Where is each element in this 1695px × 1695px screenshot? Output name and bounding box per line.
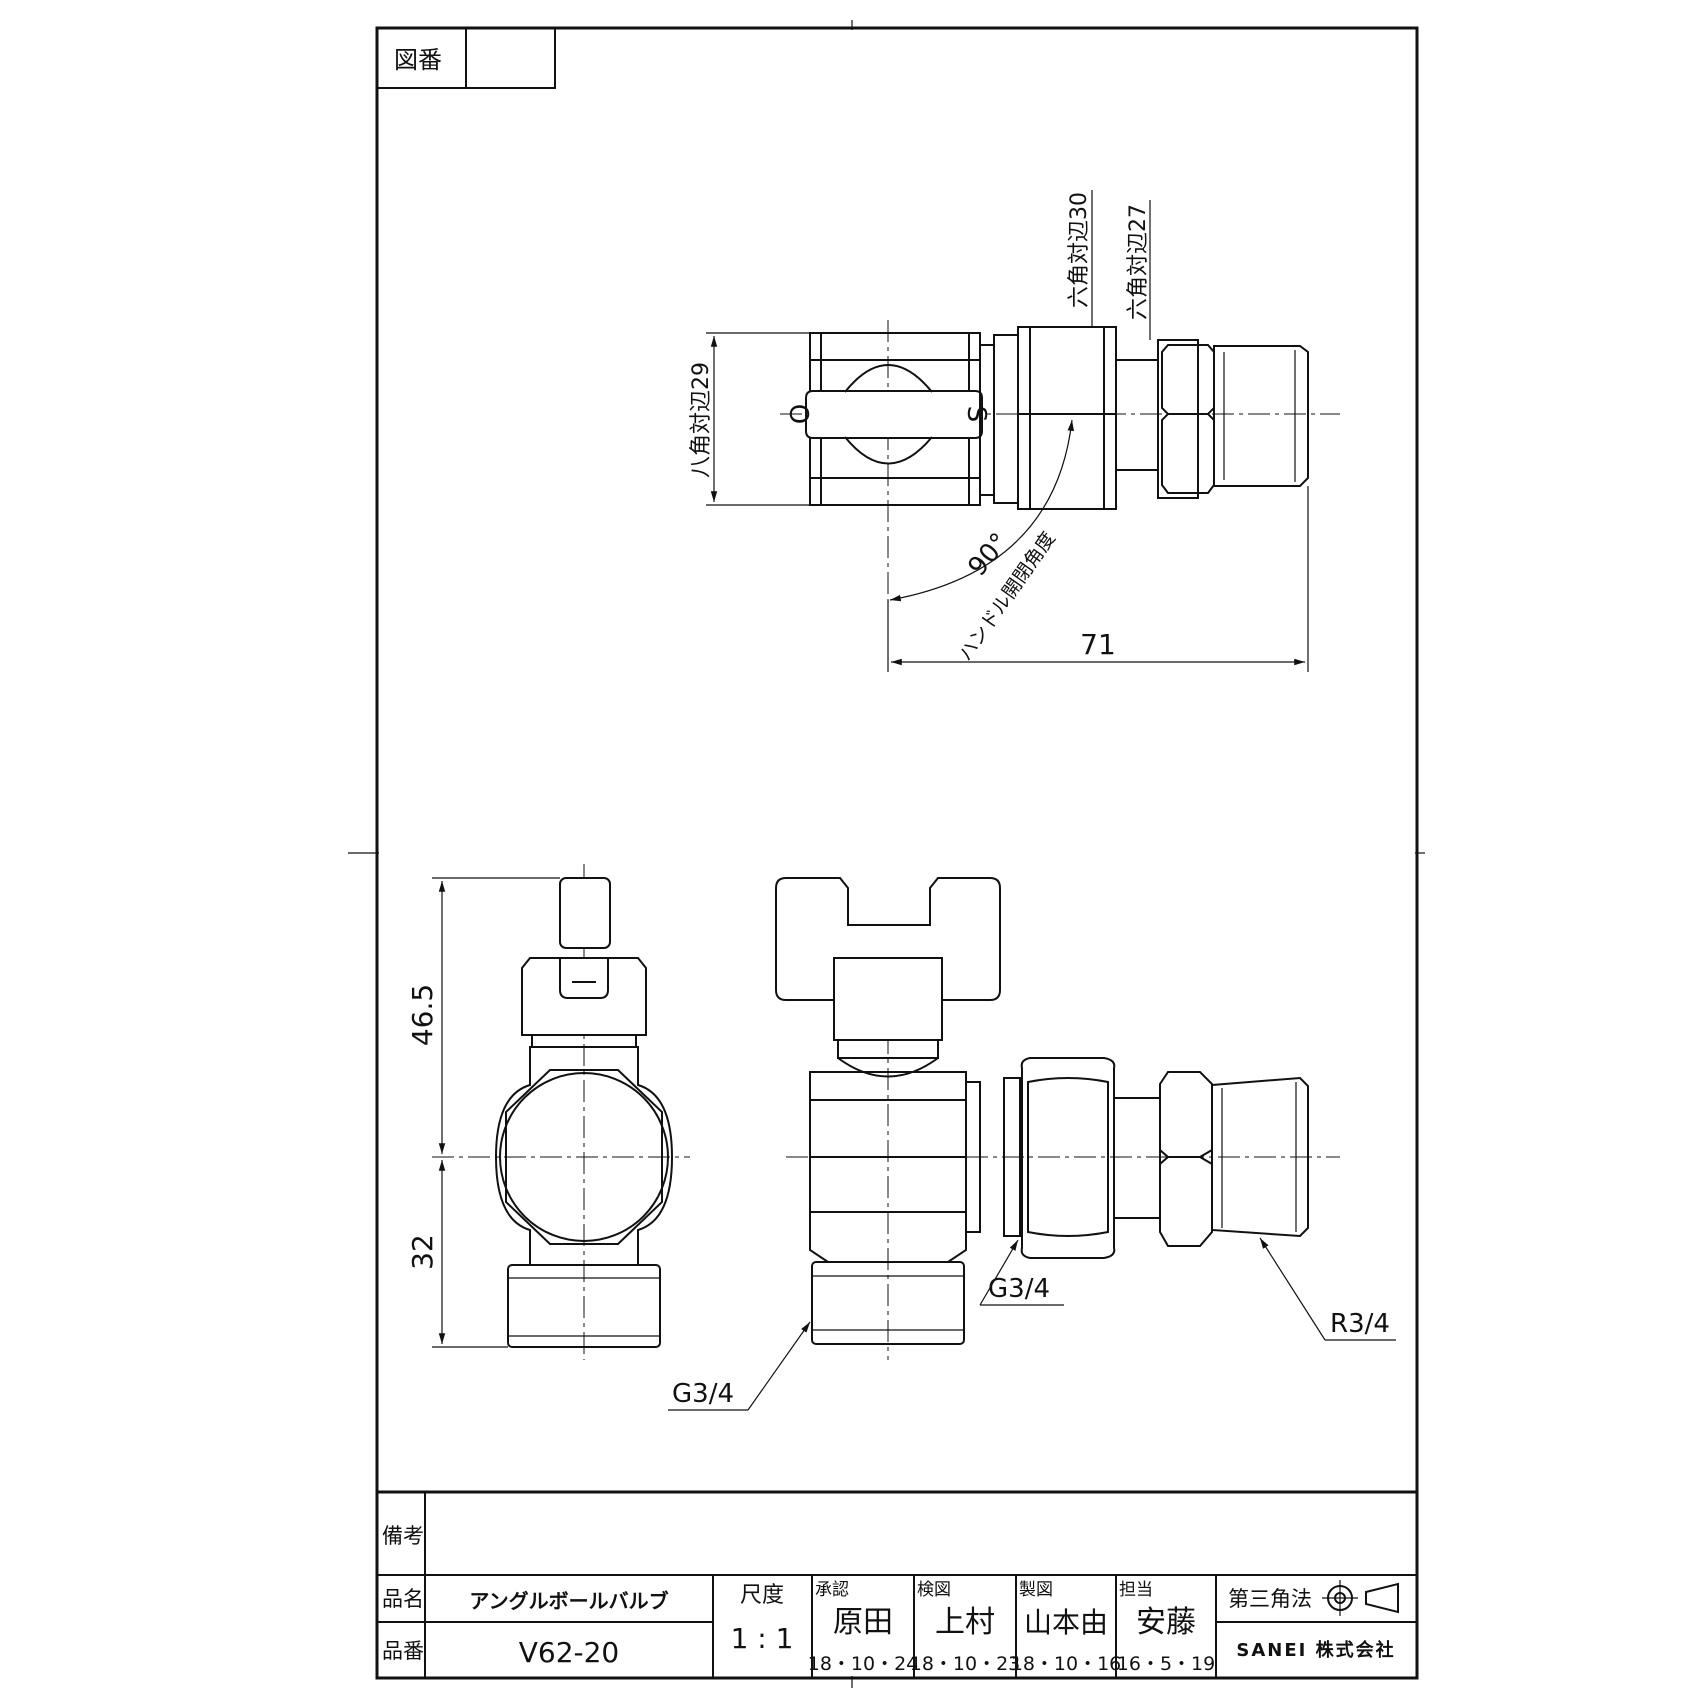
thread-bottom-text: G3/4: [672, 1379, 734, 1409]
title-block: 備考 品名 アングルボールバルブ 品番 V62-20 尺度 1 : 1 承認 原…: [377, 1490, 1417, 1678]
top-view: O S 八角対辺29: [689, 190, 1340, 672]
leader-thread-male: R3/4: [1259, 1237, 1396, 1341]
product-number-label: 品番: [382, 1639, 424, 1663]
side-view: 46.5 32: [406, 864, 690, 1360]
product-number: V62-20: [519, 1636, 620, 1669]
thread-male-text: R3/4: [1330, 1309, 1390, 1339]
product-name: アングルボールバルブ: [469, 1589, 668, 1613]
handle-mark-shut: S: [961, 406, 991, 423]
drafting-name: 山本由: [1024, 1606, 1108, 1639]
dim-hex-30: 六角対辺30: [1067, 190, 1093, 327]
drawing-number-box: 図番: [376, 27, 556, 89]
hex-nut-30-top: [1017, 326, 1117, 510]
company-name: SANEI 株式会社: [1236, 1639, 1395, 1661]
dim-hex-30-text: 六角対辺30: [1067, 192, 1092, 308]
inspection-date: 18・10・23: [910, 1653, 1021, 1675]
handle-lever-top: O S: [783, 364, 991, 465]
dim-hex-27-text: 六角対辺27: [1126, 204, 1151, 320]
dim-hex-27: 六角対辺27: [1126, 200, 1151, 340]
third-angle-projection-icon: [1322, 1580, 1399, 1616]
dim-height-top-text: 46.5: [406, 984, 439, 1046]
projection-label: 第三角法: [1228, 1587, 1312, 1611]
inspection-name: 上村: [935, 1605, 995, 1640]
dim-octagon-29-text: 八角対辺29: [689, 362, 714, 478]
leader-thread-side: G3/4: [979, 1239, 1064, 1306]
dim-height-bottom: 32: [406, 1160, 508, 1348]
handle-mark-open: O: [783, 404, 813, 424]
dim-height-top: 46.5: [406, 877, 560, 1154]
scale-value: 1 : 1: [731, 1622, 794, 1655]
drawing-number-label: 図番: [394, 46, 442, 74]
male-thread-top: [1213, 345, 1309, 487]
front-view: G3/4 G3/4 R3/4: [668, 877, 1396, 1411]
drafting-label: 製図: [1019, 1580, 1053, 1600]
approval-label: 承認: [815, 1580, 849, 1600]
inspection-label: 検図: [917, 1580, 951, 1600]
dim-length-71: 71: [887, 486, 1309, 672]
dim-height-bottom-text: 32: [406, 1234, 439, 1270]
hex-nut-27-top: [1157, 339, 1215, 499]
drafting-date: 18・10・16: [1011, 1653, 1122, 1675]
sheet-frame: [348, 20, 1425, 1688]
leader-thread-bottom: G3/4: [668, 1321, 811, 1411]
charge-date: 16・5・19: [1117, 1653, 1215, 1675]
scale-label: 尺度: [740, 1583, 784, 1608]
remarks-label: 備考: [382, 1524, 424, 1548]
thread-side-text: G3/4: [988, 1274, 1050, 1304]
dim-octagon-29: 八角対辺29: [689, 332, 810, 506]
charge-label: 担当: [1119, 1580, 1153, 1600]
approval-date: 18・10・24: [808, 1653, 919, 1675]
dim-length-71-text: 71: [1080, 628, 1116, 661]
product-name-label: 品名: [382, 1587, 424, 1611]
charge-name: 安藤: [1136, 1605, 1196, 1640]
approval-name: 原田: [833, 1605, 893, 1640]
